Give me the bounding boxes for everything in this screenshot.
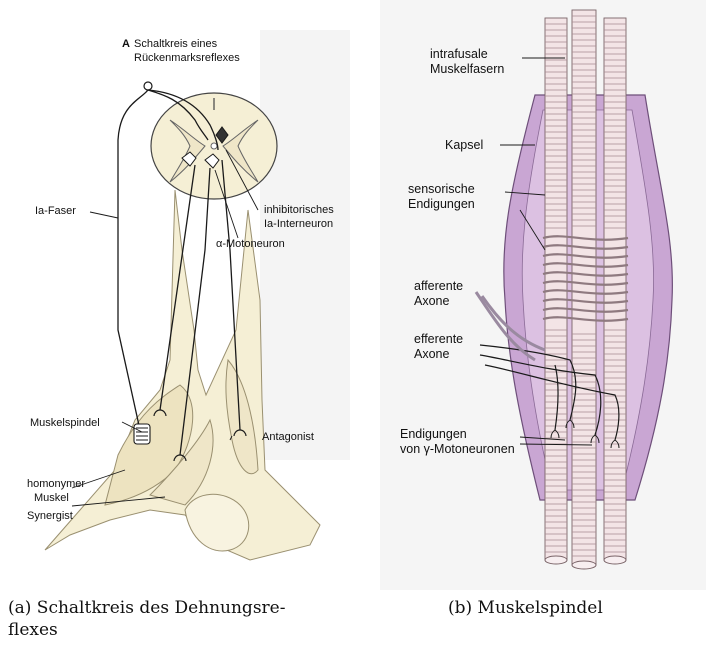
- intrafusal-fiber: [604, 18, 626, 560]
- spinal-cord-cross-section: [151, 93, 277, 199]
- label-homonym-line-2: Muskel: [34, 492, 69, 504]
- label-afferent-line-2: Axone: [414, 294, 449, 308]
- caption-a-line-2: flexes: [8, 619, 348, 641]
- caption-a-line-1: (a) Schaltkreis des Dehnungsre-: [8, 597, 348, 619]
- dorsal-root-ganglion: [144, 82, 152, 90]
- label-kapsel: Kapsel: [445, 138, 483, 152]
- heading-line-2: Rückenmarksreflexes: [134, 52, 240, 64]
- label-sensor-line-2: Endigungen: [408, 197, 475, 211]
- intrafusal-fiber: [572, 10, 596, 565]
- heading-line-1: Schaltkreis eines: [134, 38, 218, 50]
- label-afferent-line-1: afferente: [414, 279, 463, 293]
- label-endings-line-1: Endigungen: [400, 427, 467, 441]
- label-efferent-line-1: efferente: [414, 332, 463, 346]
- label-ia-faser: Ia-Faser: [35, 205, 76, 217]
- intrafusal-fiber: [545, 18, 567, 560]
- muscle-spindle-diagram: intrafusale Muskelfasern Kapsel sensoris…: [360, 0, 706, 590]
- label-alpha-motoneuron: α-Motoneuron: [216, 238, 285, 250]
- fiber-end: [604, 556, 626, 564]
- label-inhibitory-line-2: Ia-Interneuron: [264, 218, 333, 230]
- label-synergist: Synergist: [27, 510, 73, 522]
- label-intrafusal-line-1: intrafusale: [430, 47, 488, 61]
- panel-spinal-reflex-circuit: A Schaltkreis eines Rückenmarksreflexes …: [0, 0, 360, 590]
- label-endings-line-2: von γ-Motoneuronen: [400, 442, 515, 456]
- label-antagonist: Antagonist: [262, 431, 314, 443]
- label-homonym-line-1: homonymer: [27, 478, 85, 490]
- panel-muscle-spindle: intrafusale Muskelfasern Kapsel sensoris…: [360, 0, 706, 590]
- label-inhibitory-line-1: inhibitorisches: [264, 204, 334, 216]
- label-sensor-line-1: sensorische: [408, 182, 475, 196]
- fiber-end: [545, 556, 567, 564]
- fiber-end: [572, 561, 596, 569]
- reflex-circuit-diagram: A Schaltkreis eines Rückenmarksreflexes …: [0, 0, 360, 590]
- caption-a: (a) Schaltkreis des Dehnungsre- flexes: [8, 597, 348, 641]
- label-muskelspindel: Muskelspindel: [30, 417, 100, 429]
- fibers-columns: [543, 10, 628, 569]
- label-efferent-line-2: Axone: [414, 347, 449, 361]
- muscle-spindle-coil: [134, 424, 150, 444]
- label-intrafusal-line-2: Muskelfasern: [430, 62, 504, 76]
- caption-b: (b) Muskelspindel: [448, 597, 688, 619]
- heading-letter: A: [122, 38, 130, 50]
